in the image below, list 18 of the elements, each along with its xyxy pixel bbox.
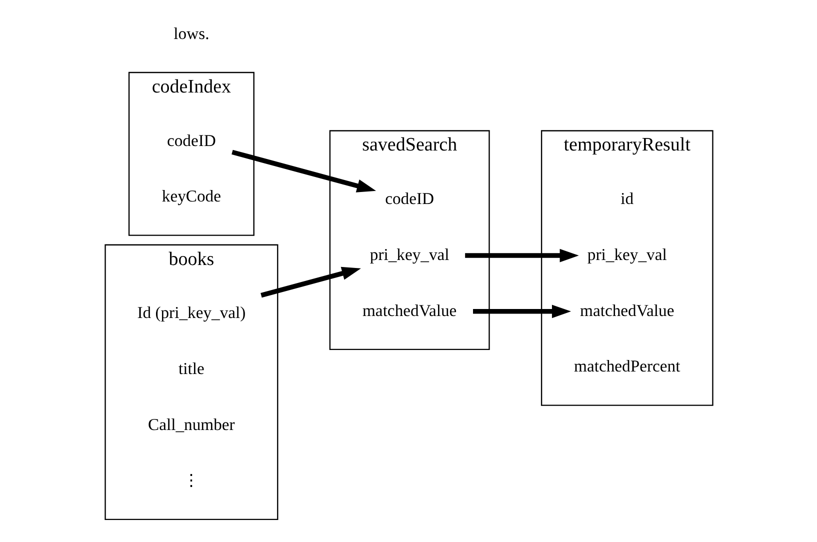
node-text: codeID (166, 130, 216, 150)
arrow (260, 266, 360, 298)
node-text: matchedValue (362, 300, 456, 320)
arrow (472, 304, 571, 318)
node-text: codeID (384, 189, 434, 208)
node-text: pri_key_val (586, 244, 666, 264)
label: lows. (173, 24, 209, 43)
arrow (231, 150, 376, 192)
node-text: id (620, 189, 634, 208)
node-text: Id (pri_key_val) (136, 303, 246, 322)
node-text: matchedPercent (574, 356, 680, 376)
node-text: Call_number (148, 414, 234, 434)
node-text: title (178, 359, 204, 378)
node-text: keyCode (161, 186, 221, 206)
node-text: ⋮ (182, 470, 200, 490)
arrow (464, 248, 578, 262)
node-text: matchedValue (580, 300, 674, 320)
node-text: pri_key_val (369, 244, 449, 264)
